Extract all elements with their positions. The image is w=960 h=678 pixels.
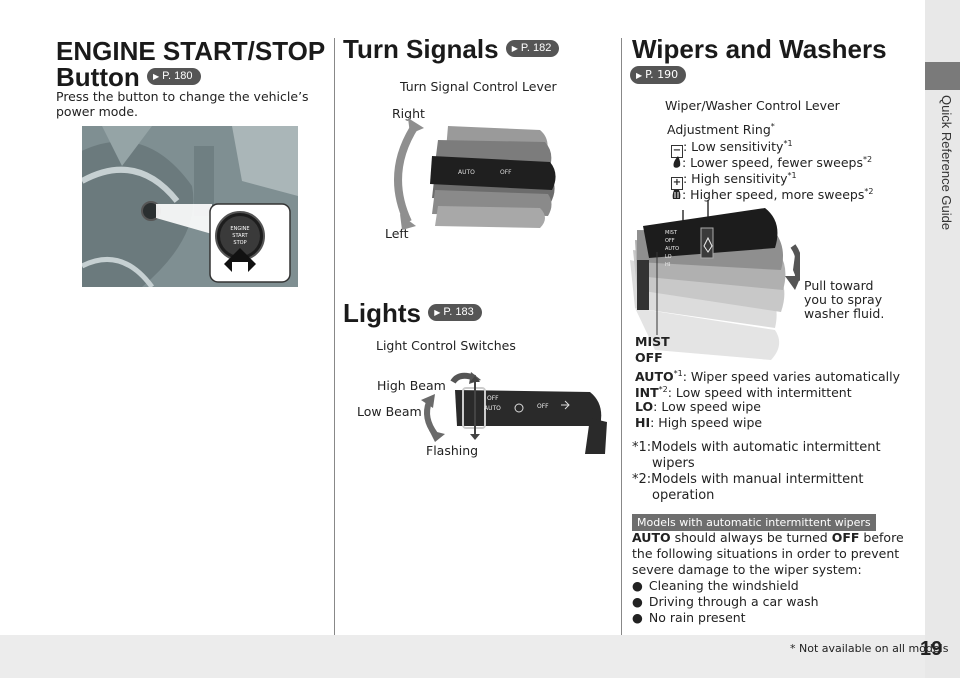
wipers-auto-sup: *1 [673, 369, 683, 378]
wipers-warn-line3: severe damage to the wiper system: [632, 562, 862, 577]
engine-btn-line2: START [232, 233, 248, 239]
lever-mark-hi: HI [665, 262, 670, 268]
plus-box-icon: + [671, 177, 683, 191]
wipers-bullet-1: Cleaning the windshield [632, 578, 799, 594]
wipers-drop-slow-sup: *2 [863, 155, 873, 164]
column-divider-1 [334, 38, 335, 635]
wipers-note2-line2: operation [652, 488, 715, 503]
lever-mark-mist: MIST [665, 230, 678, 236]
lever-mark-off: OFF [665, 238, 675, 244]
wipers-adj-ring-text: Adjustment Ring [667, 122, 771, 138]
wipers-hi-text: : High speed wipe [650, 415, 763, 430]
wipers-bullet-2: Driving through a car wash [632, 594, 819, 610]
wipers-bullet-3: No rain present [632, 610, 746, 626]
engine-btn-line1: ENGINE [230, 226, 249, 232]
wipers-hi-label: HI [635, 415, 651, 430]
lights-knob-off2: OFF [537, 403, 549, 410]
wiper-lever-illustration: MIST OFF AUTO LO HI [630, 200, 800, 360]
wipers-minus-text: : Low sensitivity [683, 139, 784, 155]
wipers-adj-ring: Adjustment Ring* [667, 119, 775, 138]
wipers-warn-end: before [859, 530, 904, 545]
wipers-plus-row: +: High sensitivity*1 [671, 168, 797, 191]
wipers-warn-auto: AUTO [632, 530, 671, 545]
wipers-auto-row: AUTO*1: Wiper speed varies automatically [635, 366, 900, 385]
wipers-drop-slow-row: : Lower speed, fewer sweeps*2 [671, 152, 872, 171]
wipers-int-text: : Low speed with intermittent [667, 385, 852, 401]
turn-title-text: Turn Signals [343, 34, 499, 64]
footer-bar [0, 635, 925, 678]
svg-text:AUTO: AUTO [458, 169, 475, 176]
column-divider-2 [621, 38, 622, 635]
lights-knob-auto: AUTO [484, 405, 501, 412]
footnote: * Not available on all models [790, 642, 949, 655]
wipers-auto-label: AUTO [635, 369, 674, 385]
wipers-warn-line2: the following situations in order to pre… [632, 546, 900, 561]
wipers-pull-line2: you to spray [804, 292, 883, 307]
wipers-pull-line3: washer fluid. [804, 306, 885, 321]
wipers-hi-row: HI: High speed wipe [635, 415, 762, 431]
wipers-minus-row: −: Low sensitivity*1 [671, 136, 793, 159]
lights-knob-off1: OFF [487, 395, 499, 402]
turn-title: Turn Signals P. 182 [343, 34, 560, 64]
lever-mark-lo: LO [665, 254, 672, 260]
wipers-note1-line2: wipers [652, 456, 695, 471]
slow-drop-icon [673, 156, 681, 168]
lever-mark-auto: AUTO [665, 246, 679, 252]
engine-desc-line2: power mode. [56, 104, 139, 119]
wipers-auto-text: : Wiper speed varies automatically [682, 369, 900, 385]
engine-title-line1: ENGINE START/STOP [56, 36, 326, 66]
wipers-int-row: INT*2: Low speed with intermittent [635, 382, 852, 401]
wipers-minus-sup: *1 [783, 139, 793, 148]
wipers-int-label: INT [635, 385, 659, 401]
lights-illustration: OFF AUTO OFF [421, 372, 607, 454]
wipers-warn-off: OFF [831, 530, 860, 545]
wipers-plus-text: : High sensitivity [683, 171, 788, 187]
wipers-page-ref-link[interactable]: P. 190 [630, 65, 687, 84]
sidebar [925, 0, 960, 678]
wipers-note2-line1: *2:Models with manual intermittent [632, 472, 864, 487]
wipers-drop-fast-row: : Higher speed, more sweeps*2 [671, 184, 873, 203]
engine-title-text: Button [56, 62, 140, 92]
lights-title: Lights P. 183 [343, 298, 482, 328]
wipers-pull-line1: Pull toward [804, 278, 874, 293]
sidebar-tab-marker [925, 62, 960, 90]
wipers-lo-label: LO [635, 399, 654, 414]
lights-flashing-label: Flashing [426, 443, 479, 458]
wipers-models-badge: Models with automatic intermittent wiper… [632, 514, 876, 531]
lights-page-ref-link[interactable]: P. 183 [428, 303, 482, 321]
wipers-warn-line1: AUTO should always be turned OFF before [632, 530, 904, 546]
wipers-ref-wrap: P. 190 [630, 65, 687, 87]
engine-title-line2: Button P. 180 [56, 62, 201, 92]
engine-button-illustration: ENGINE START STOP [82, 126, 298, 287]
engine-desc-line1: Press the button to change the vehicle’s [56, 89, 309, 104]
wipers-mist-label: MIST [635, 334, 670, 349]
wipers-warn-mid: should always be turned [670, 530, 832, 545]
wipers-lever-label: Wiper/Washer Control Lever [665, 98, 840, 113]
engine-btn-line3: STOP [233, 240, 246, 246]
engine-page-ref-link[interactable]: P. 180 [146, 67, 201, 85]
lights-title-text: Lights [343, 298, 421, 328]
turn-right-label: Right [392, 106, 425, 121]
wipers-drop-fast-sup: *2 [864, 187, 874, 196]
lights-high-beam-label: High Beam [377, 378, 446, 393]
wipers-note1-line1: *1:Models with automatic intermittent [632, 440, 881, 455]
page-number: 19 [920, 638, 943, 660]
wipers-adj-star: * [770, 122, 775, 131]
wipers-lo-text: : Low speed wipe [653, 399, 761, 414]
svg-text:OFF: OFF [500, 169, 512, 176]
wipers-title: Wipers and Washers [632, 34, 887, 64]
wipers-drop-fast-text: : Higher speed, more sweeps [682, 187, 865, 203]
lights-switch-label: Light Control Switches [376, 338, 516, 353]
sidebar-label: Quick Reference Guide [939, 95, 954, 231]
turn-lever-label: Turn Signal Control Lever [400, 79, 557, 94]
wipers-lo-row: LO: Low speed wipe [635, 399, 761, 415]
wipers-plus-sup: *1 [787, 171, 797, 180]
lights-low-beam-label: Low Beam [357, 404, 422, 419]
fast-drop-icon [672, 190, 681, 200]
wipers-drop-slow-text: : Lower speed, fewer sweeps [682, 155, 863, 171]
turn-page-ref-link[interactable]: P. 182 [505, 39, 560, 57]
turn-signal-illustration: AUTO OFF [394, 118, 556, 230]
wipers-off-label: OFF [635, 350, 663, 365]
wipers-int-sup: *2 [658, 385, 668, 394]
